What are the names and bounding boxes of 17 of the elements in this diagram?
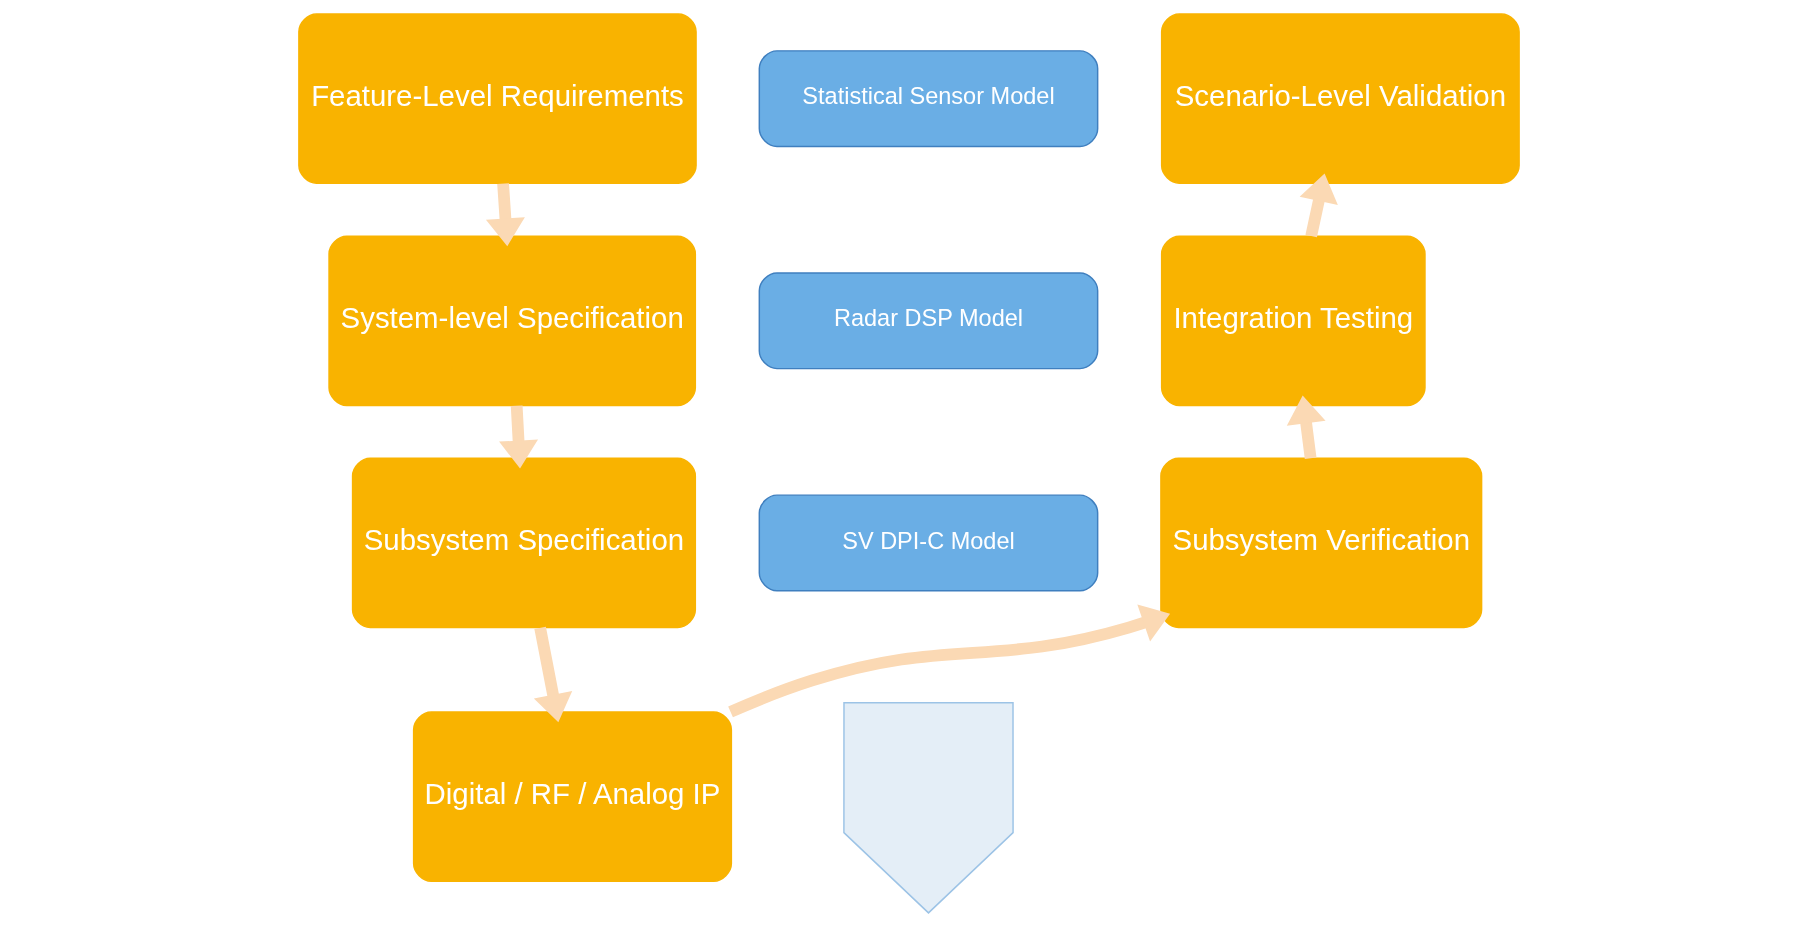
node-box: Radar DSP Model <box>758 272 1099 370</box>
arrow <box>1299 173 1338 238</box>
node-box: Digital / RF / Analog IP <box>412 711 733 882</box>
arrow <box>728 604 1171 718</box>
node-arrow <box>843 701 1014 914</box>
node-box: Scenario-Level Validation <box>1160 13 1520 184</box>
node-box: System-level Specification <box>328 235 697 407</box>
arrow <box>1286 395 1326 459</box>
node-box: Feature-Level Requirements <box>298 13 697 184</box>
node-box: Integration Testing <box>1160 235 1426 407</box>
arrow <box>499 405 539 469</box>
arrow <box>533 626 573 723</box>
node-box: Subsystem Verification <box>1160 457 1483 629</box>
node-box: SV DPI-C Model <box>758 494 1099 592</box>
node-box: Statistical Sensor Model <box>758 50 1099 148</box>
arrow <box>485 183 525 247</box>
node-box: Subsystem Specification <box>351 457 697 629</box>
